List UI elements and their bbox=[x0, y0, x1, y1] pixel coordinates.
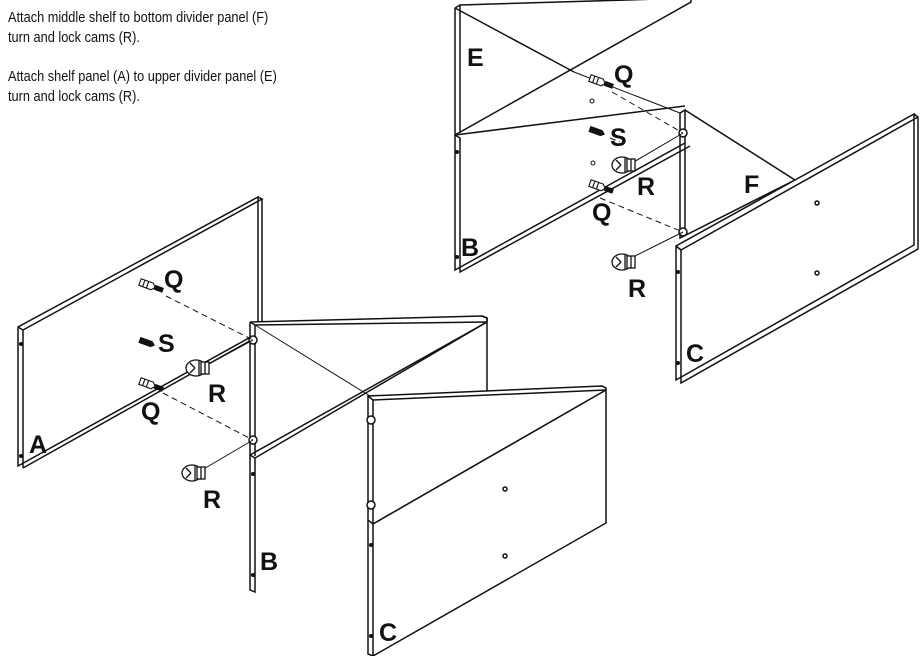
panel-b-upper bbox=[454, 105, 691, 274]
instruction-step-2-line-2: turn and lock cams (R). bbox=[8, 89, 140, 105]
label-panel-c: C bbox=[686, 340, 704, 368]
cam-lock-r-icon bbox=[181, 464, 206, 482]
instruction-step-1-line-2: turn and lock cams (R). bbox=[8, 30, 140, 46]
upper-assembly bbox=[454, 0, 919, 385]
label-dowel-q-lower: Q bbox=[592, 199, 611, 227]
label-cam-r: R bbox=[208, 380, 226, 408]
guide-lines-lower bbox=[162, 295, 254, 441]
instruction-step-2-line-1: Attach shelf panel (A) to upper divider … bbox=[8, 69, 277, 85]
cam-lock-r-icon bbox=[185, 359, 210, 377]
label-panel-a: A bbox=[29, 431, 47, 459]
instruction-step-1-line-1: Attach middle shelf to bottom divider pa… bbox=[8, 10, 269, 26]
panel-c-lower bbox=[366, 385, 607, 656]
label-panel-b: B bbox=[260, 548, 278, 576]
lower-labels: Q S R Q A R B C bbox=[29, 266, 397, 647]
label-panel-f: F bbox=[744, 171, 759, 199]
label-panel-b: B bbox=[461, 234, 479, 262]
guide-lines-upper bbox=[599, 91, 684, 233]
panel-b-lower bbox=[248, 315, 488, 594]
label-dowel-q-lower: Q bbox=[141, 398, 160, 426]
dowel-q-icon bbox=[588, 73, 614, 89]
cam-lock-r-icon bbox=[611, 253, 636, 271]
instruction-step-2: Attach shelf panel (A) to upper divider … bbox=[8, 67, 378, 107]
cam-lock-r-icon bbox=[611, 156, 636, 174]
label-dowel-q: Q bbox=[164, 266, 183, 294]
shelf-pin-s-icon bbox=[588, 125, 606, 138]
label-shelf-pin-s: S bbox=[158, 330, 175, 358]
label-panel-c: C bbox=[379, 619, 397, 647]
panel-e bbox=[454, 0, 692, 137]
dowel-q-icon bbox=[588, 178, 614, 194]
lower-assembly bbox=[17, 195, 607, 656]
label-cam-r: R bbox=[637, 173, 655, 201]
instruction-step-1: Attach middle shelf to bottom divider pa… bbox=[8, 8, 378, 48]
label-cam-r-lower: R bbox=[628, 275, 646, 303]
label-dowel-q: Q bbox=[614, 61, 633, 89]
instruction-text: Attach middle shelf to bottom divider pa… bbox=[8, 8, 378, 126]
upper-labels: E Q S R F Q B R C bbox=[461, 44, 759, 368]
label-cam-r-lower: R bbox=[203, 486, 221, 514]
panel-a bbox=[17, 195, 264, 469]
panel-c-upper bbox=[675, 112, 919, 385]
label-panel-e: E bbox=[467, 44, 484, 72]
label-shelf-pin-s: S bbox=[610, 124, 627, 152]
